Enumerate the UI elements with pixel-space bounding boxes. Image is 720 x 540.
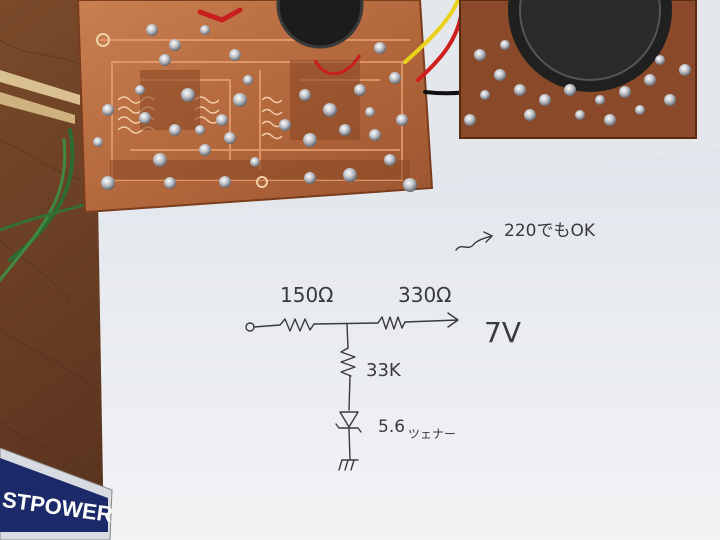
circuit-board (76, 0, 434, 214)
resistor-2-label: 330Ω (398, 283, 451, 307)
resistor-2-symbol (377, 316, 406, 330)
resistor-3-symbol (340, 347, 356, 377)
resistor-1-symbol (279, 318, 315, 332)
zener-value-label: 5.6 (378, 417, 405, 437)
rotary-knob (276, 0, 364, 49)
paper-sheet (98, 150, 720, 540)
note-arrow (455, 231, 493, 251)
zener-type-label: ツェナー (408, 427, 456, 441)
resistor-3-label: 33K (366, 360, 402, 381)
circuit-sketch (245, 231, 493, 471)
battery: STPOWER (0, 447, 114, 540)
red-wire (313, 54, 362, 76)
red-wire (197, 7, 243, 23)
output-arrow (404, 312, 459, 328)
resistor-1-label: 150Ω (280, 283, 333, 307)
output-voltage-label: 7V (484, 316, 521, 349)
mounting-hole (256, 176, 268, 188)
mounting-hole (96, 33, 110, 47)
note-text: 220でもOK (504, 221, 596, 241)
ground-symbol (338, 459, 359, 471)
second-circuit-board (459, 0, 697, 139)
wooden-sticks (0, 70, 80, 124)
